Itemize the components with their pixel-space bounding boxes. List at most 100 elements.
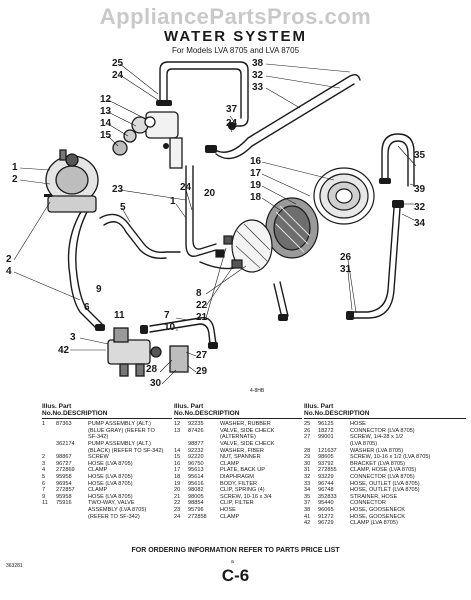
cell-desc: HOSE (LVA 8705): [88, 480, 133, 487]
cell-part: 96954: [56, 480, 72, 487]
cell-no: [174, 441, 188, 448]
clamp-4: [95, 324, 105, 331]
page-number: C-6: [221, 566, 250, 585]
cell-part: 95440: [318, 500, 334, 507]
callout-9: 9: [96, 284, 102, 295]
cell-desc: BRACKET (LVA 8705): [350, 460, 406, 467]
table-row: ASSEMBLY (LVA 8705): [42, 507, 172, 514]
cell-desc: CLIP, SPRING (4): [220, 487, 265, 494]
cell-part: 98082: [188, 487, 204, 494]
cell-desc: (BLACK) (REFER TO SF-342): [88, 447, 164, 454]
cell-no: 26: [304, 427, 311, 434]
cell-desc: HOSE, GOOSENECK: [350, 506, 406, 513]
hose-5: [99, 213, 181, 254]
callout-13: 13: [100, 106, 112, 117]
cell-no: 25: [304, 421, 311, 428]
cell-no: 24: [174, 513, 181, 520]
cell-desc: HOSE (LVA 8705): [88, 493, 133, 500]
filter-clip: [231, 259, 243, 269]
header-columns: No.No.DESCRIPTION: [42, 409, 172, 420]
cell-no: 15: [174, 454, 181, 461]
callout-23: 23: [112, 184, 124, 195]
diagram-title: WATER SYSTEM: [164, 28, 307, 45]
callout-3: 3: [70, 332, 76, 343]
cell-desc: CLAMP: [220, 460, 240, 467]
cell-desc: VALVE, SIDE CHECK: [220, 440, 275, 447]
cell-part: 95616: [188, 480, 204, 487]
watermark: AppliancePartsPros.com: [99, 4, 372, 29]
callout-27: 27: [196, 350, 208, 361]
header-no: No.: [42, 409, 53, 417]
connector-37: [228, 122, 236, 130]
cell-part: [56, 514, 88, 521]
callout-12: 12: [100, 94, 112, 105]
header-columns: No.No.DESCRIPTION: [304, 410, 466, 420]
callout-26: 26: [340, 252, 352, 263]
cell-desc: BODY, FILTER: [220, 480, 258, 487]
table-row: 20 98082 CLIP, SPRING (4): [174, 487, 302, 494]
cell-part: 272857: [56, 487, 75, 494]
hose-gooseneck: [381, 133, 415, 187]
cell-desc: SF-342): [88, 434, 109, 441]
callout-24a: 24: [112, 70, 124, 81]
callout-8: 8: [196, 288, 202, 299]
cell-part: 95958: [56, 493, 72, 500]
cell-no: 23: [174, 506, 181, 513]
clamp-7: [140, 325, 148, 334]
callout-39: 39: [414, 184, 426, 195]
hose-outlet-vertical: [351, 207, 395, 313]
cell-no: 42: [304, 520, 311, 527]
cell-no: 38: [304, 506, 311, 513]
callout-19: 19: [250, 180, 262, 191]
hose-6: [67, 209, 99, 331]
callout-2a: 2: [12, 174, 18, 185]
hose-top: [159, 61, 249, 127]
cell-part: 95958: [56, 473, 72, 480]
cell-part: [56, 434, 88, 441]
cell-no: 16: [174, 460, 181, 467]
cell-part: 95614: [188, 473, 204, 480]
cell-no: 5: [42, 473, 46, 480]
cell-desc: HOSE: [220, 506, 236, 513]
callout-1b: 1: [170, 196, 176, 207]
cell-part: 96744: [318, 480, 334, 487]
hose-10: [149, 317, 217, 345]
callout-24b: 24: [180, 182, 192, 193]
cell-part: 272869: [56, 467, 75, 474]
cell-no: [42, 441, 56, 448]
cell-no: 20: [174, 487, 181, 494]
cell-no: 1: [42, 421, 46, 428]
callout-18: 18: [250, 192, 262, 203]
cell-part: 95613: [188, 467, 204, 474]
washer-12: [144, 116, 156, 128]
cell-desc: (BLUE GRAY) (REFER TO: [88, 427, 155, 434]
cell-no: 34: [304, 487, 311, 494]
cell-desc: SCREW, 10-16 x 3/4: [220, 493, 272, 500]
cell-part: 96750: [188, 460, 204, 467]
callout-4: 4: [6, 266, 12, 277]
cell-part: 96125: [318, 421, 334, 428]
cell-part: 93229: [318, 473, 334, 480]
callout-35: 35: [414, 150, 426, 161]
header-no: No.: [174, 409, 185, 417]
cell-part: 92235: [188, 421, 204, 428]
callout-29: 29: [196, 366, 208, 377]
cell-no: 7: [42, 487, 46, 494]
cell-part: 352833: [318, 493, 337, 500]
cell-desc: (REFER TO SF-342): [88, 513, 140, 520]
cell-desc: HOSE, GOOSENECK: [350, 513, 406, 520]
